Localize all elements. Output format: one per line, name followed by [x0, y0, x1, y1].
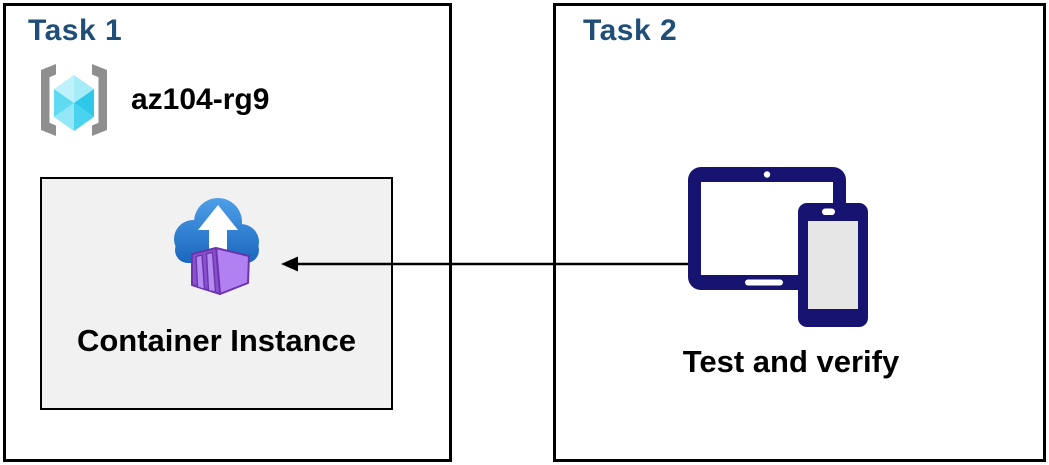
task2-box: Task 2 Test and verify	[553, 3, 1046, 462]
phone-shape	[798, 203, 868, 327]
task1-box: Task 1 az104-rg9	[3, 3, 452, 462]
task1-title: Task 1	[28, 14, 123, 47]
upload-arrow-glyph	[198, 205, 238, 251]
tablet-home-button	[745, 279, 783, 286]
container-instance-icon	[174, 198, 259, 295]
devices-icon	[688, 167, 868, 327]
resource-group-name: az104-rg9	[131, 83, 270, 116]
resource-group: az104-rg9	[32, 63, 269, 137]
phone-speaker	[822, 208, 835, 215]
container-instance-panel: Container Instance	[40, 177, 393, 410]
container-instance-label: Container Instance	[76, 323, 357, 358]
task2-caption: Test and verify	[682, 344, 900, 379]
left-arrow-icon	[281, 256, 688, 272]
tablet-camera-dot	[763, 171, 771, 178]
task2-title: Task 2	[583, 14, 678, 47]
container-box-shape	[191, 247, 250, 295]
resource-group-icon	[41, 64, 107, 136]
